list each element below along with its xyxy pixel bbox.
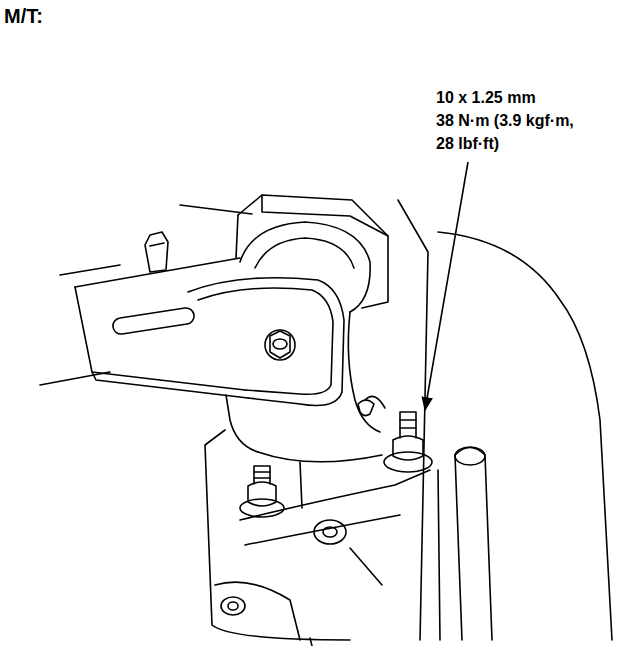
section-heading: M/T: [4,6,43,26]
torque-spec: 10 x 1.25 mm [436,90,536,106]
torque-spec: 38 N·m (3.9 kgf·m, [436,113,574,129]
leader-line [425,162,468,410]
torque-spec: 28 lbf·ft) [436,136,499,152]
